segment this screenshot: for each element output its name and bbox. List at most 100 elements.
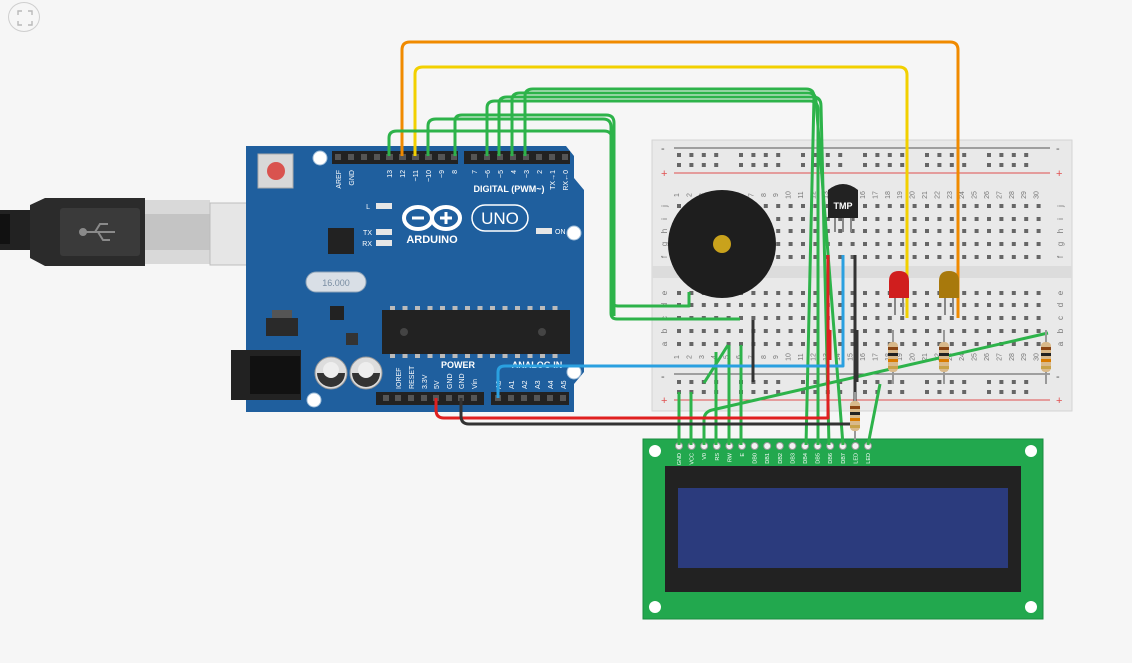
strip-hole[interactable] (1036, 255, 1041, 259)
strip-hole[interactable] (1024, 316, 1029, 320)
strip-hole[interactable] (751, 303, 756, 307)
strip-hole[interactable] (838, 229, 843, 233)
strip-hole[interactable] (925, 316, 929, 320)
strip-hole[interactable] (999, 329, 1004, 333)
strip-hole[interactable] (763, 303, 768, 307)
strip-hole[interactable] (776, 242, 781, 246)
strip-hole[interactable] (788, 316, 793, 320)
rail-hole[interactable] (875, 380, 880, 384)
resistor[interactable] (850, 392, 860, 440)
led-yellow[interactable] (939, 271, 959, 315)
rail-hole[interactable] (937, 380, 942, 384)
strip-hole[interactable] (987, 255, 991, 259)
strip-hole[interactable] (677, 342, 681, 346)
strip-hole[interactable] (900, 204, 905, 208)
strip-hole[interactable] (999, 291, 1004, 295)
strip-hole[interactable] (863, 242, 867, 246)
strip-hole[interactable] (1036, 229, 1041, 233)
strip-hole[interactable] (1011, 255, 1016, 259)
rail-hole[interactable] (689, 380, 694, 384)
reset-button[interactable] (257, 153, 294, 189)
strip-hole[interactable] (987, 329, 991, 333)
header-pin[interactable] (387, 154, 393, 160)
strip-hole[interactable] (912, 316, 917, 320)
rail-hole[interactable] (863, 390, 867, 394)
header-pin[interactable] (521, 395, 527, 401)
rail-hole[interactable] (925, 153, 929, 157)
header-pin[interactable] (508, 395, 514, 401)
strip-hole[interactable] (1036, 217, 1041, 221)
strip-hole[interactable] (949, 316, 954, 320)
strip-hole[interactable] (801, 329, 805, 333)
strip-hole[interactable] (974, 342, 979, 346)
header-pin[interactable] (395, 395, 401, 401)
strip-hole[interactable] (887, 303, 892, 307)
rail-hole[interactable] (962, 390, 967, 394)
strip-hole[interactable] (900, 316, 905, 320)
strip-hole[interactable] (974, 204, 979, 208)
strip-hole[interactable] (689, 303, 694, 307)
header-pin[interactable] (523, 154, 529, 160)
strip-hole[interactable] (850, 329, 855, 333)
header-pin[interactable] (413, 154, 419, 160)
strip-hole[interactable] (887, 242, 892, 246)
strip-hole[interactable] (763, 291, 768, 295)
strip-hole[interactable] (701, 303, 706, 307)
rail-hole[interactable] (813, 390, 818, 394)
strip-hole[interactable] (937, 255, 942, 259)
strip-hole[interactable] (801, 204, 805, 208)
strip-hole[interactable] (788, 229, 793, 233)
strip-hole[interactable] (1024, 291, 1029, 295)
strip-hole[interactable] (1011, 217, 1016, 221)
strip-hole[interactable] (962, 217, 967, 221)
lcd-pin[interactable] (775, 442, 784, 450)
strip-hole[interactable] (1011, 342, 1016, 346)
strip-hole[interactable] (900, 217, 905, 221)
strip-hole[interactable] (1024, 229, 1029, 233)
rail-hole[interactable] (863, 380, 867, 384)
rail-hole[interactable] (949, 390, 954, 394)
strip-hole[interactable] (689, 329, 694, 333)
strip-hole[interactable] (887, 229, 892, 233)
header-pin[interactable] (446, 395, 452, 401)
strip-hole[interactable] (912, 204, 917, 208)
strip-hole[interactable] (838, 329, 843, 333)
strip-hole[interactable] (937, 303, 942, 307)
rail-hole[interactable] (987, 153, 991, 157)
rail-hole[interactable] (751, 390, 756, 394)
strip-hole[interactable] (925, 342, 929, 346)
rail-hole[interactable] (689, 153, 694, 157)
rail-hole[interactable] (838, 153, 843, 157)
strip-hole[interactable] (850, 242, 855, 246)
strip-hole[interactable] (788, 255, 793, 259)
strip-hole[interactable] (987, 204, 991, 208)
resistor[interactable] (1041, 330, 1051, 384)
strip-hole[interactable] (1036, 303, 1041, 307)
header-pin[interactable] (547, 395, 553, 401)
strip-hole[interactable] (949, 217, 954, 221)
header-pin[interactable] (374, 154, 380, 160)
strip-hole[interactable] (850, 255, 855, 259)
strip-hole[interactable] (739, 303, 743, 307)
strip-hole[interactable] (863, 204, 867, 208)
strip-hole[interactable] (900, 255, 905, 259)
strip-hole[interactable] (850, 229, 855, 233)
rail-hole[interactable] (714, 163, 719, 167)
strip-hole[interactable] (875, 217, 880, 221)
strip-hole[interactable] (1011, 204, 1016, 208)
strip-hole[interactable] (863, 329, 867, 333)
strip-hole[interactable] (887, 204, 892, 208)
strip-hole[interactable] (1024, 329, 1029, 333)
strip-hole[interactable] (999, 204, 1004, 208)
strip-hole[interactable] (987, 316, 991, 320)
strip-hole[interactable] (949, 329, 954, 333)
strip-hole[interactable] (912, 342, 917, 346)
rail-hole[interactable] (1011, 390, 1016, 394)
strip-hole[interactable] (925, 255, 929, 259)
strip-hole[interactable] (677, 204, 681, 208)
strip-hole[interactable] (937, 342, 942, 346)
strip-hole[interactable] (987, 229, 991, 233)
strip-hole[interactable] (776, 329, 781, 333)
strip-hole[interactable] (863, 303, 867, 307)
rail-hole[interactable] (900, 380, 905, 384)
